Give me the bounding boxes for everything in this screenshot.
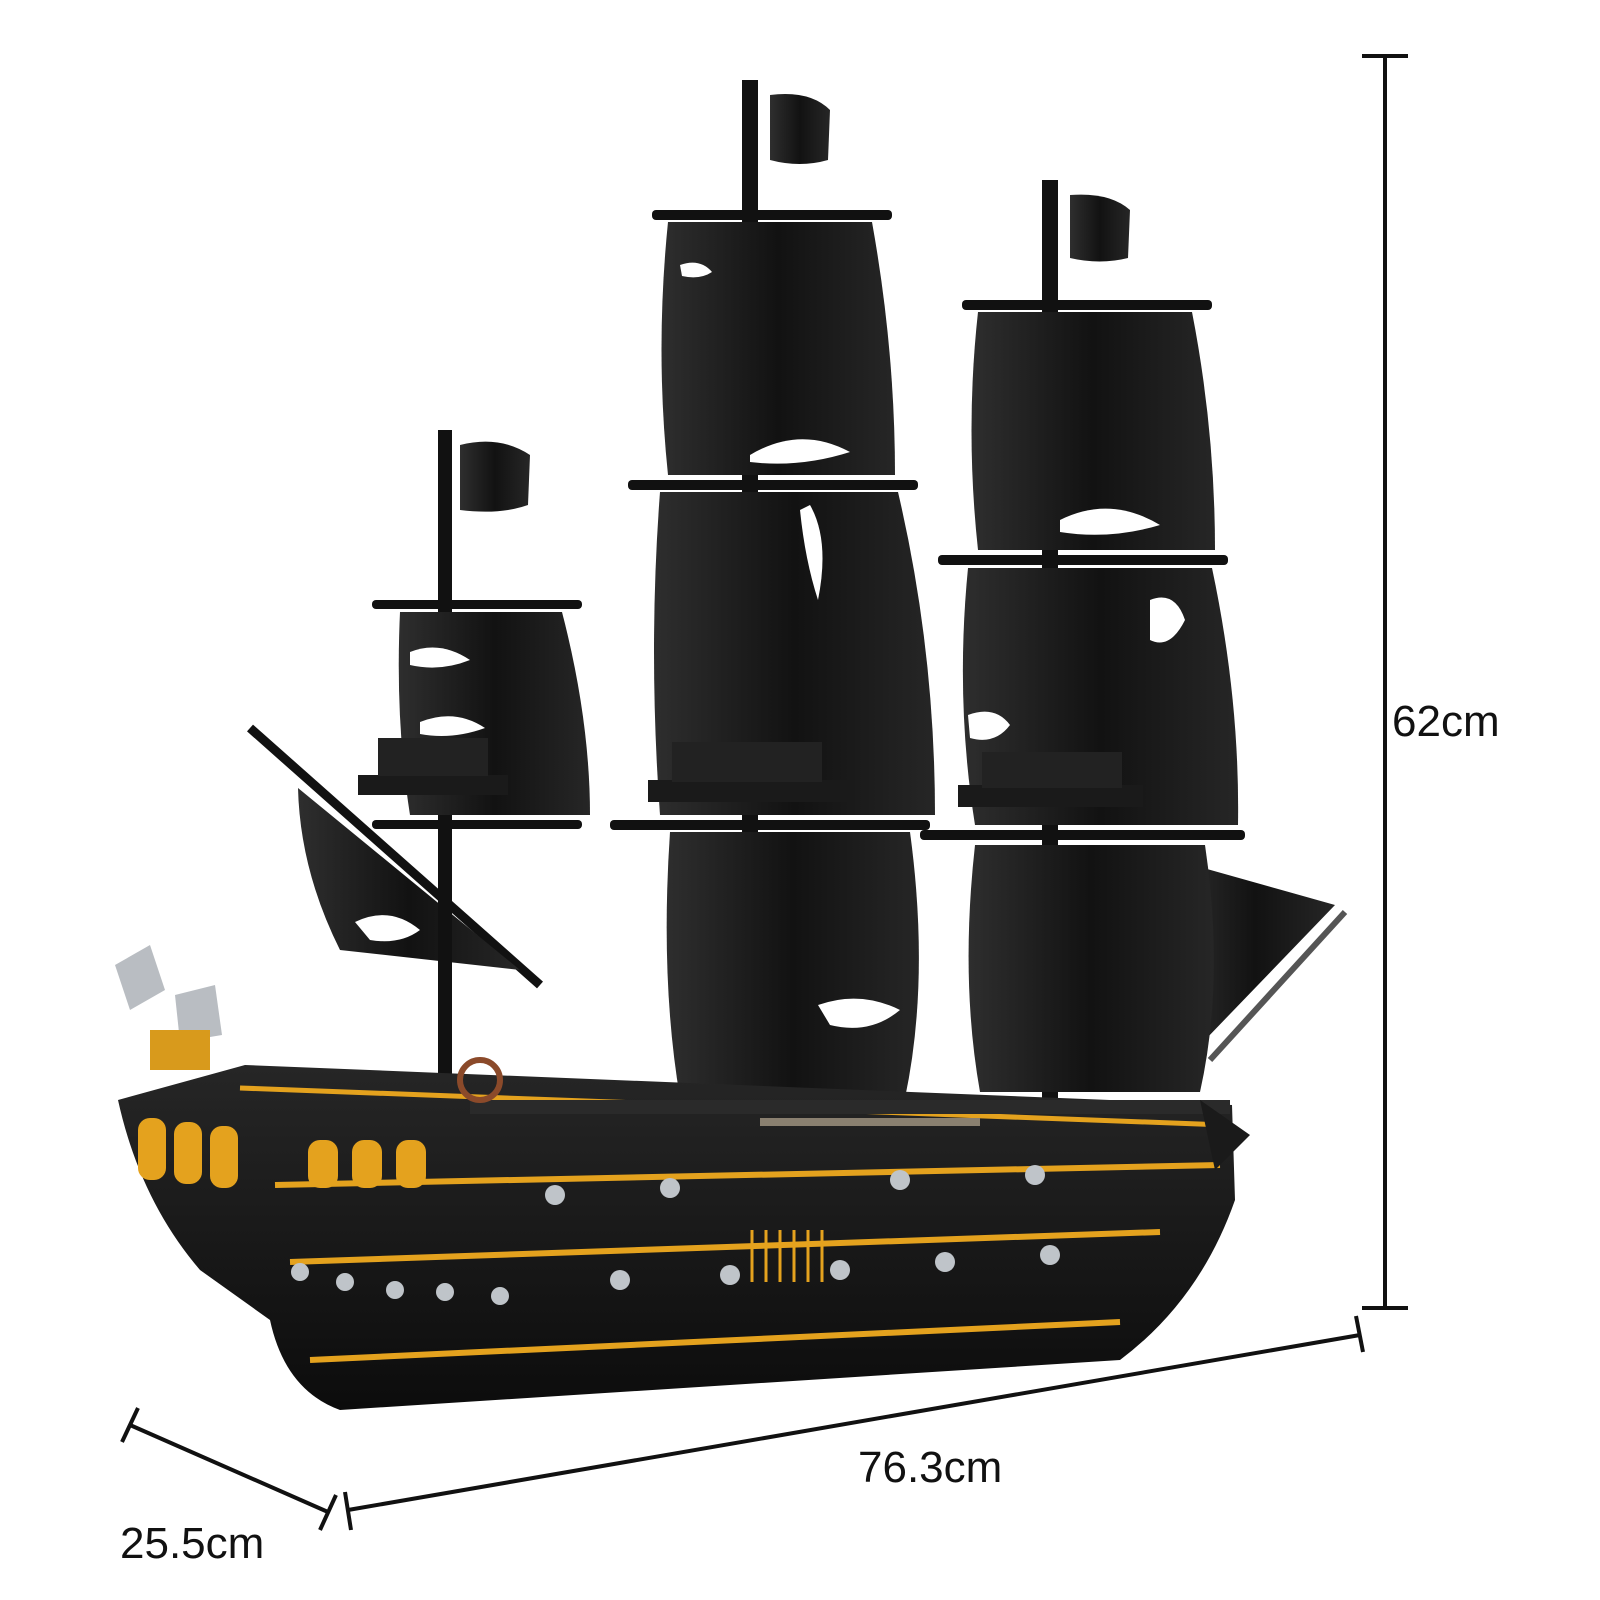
depth-dimension-line	[120, 1407, 338, 1531]
fore-mast	[358, 430, 590, 1110]
stern-ornament	[115, 945, 222, 1070]
mizzen-mast	[920, 180, 1245, 1110]
ship-hull	[118, 1057, 1250, 1410]
stern-sail	[1175, 860, 1348, 1063]
length-label: 76.3cm	[858, 1443, 1003, 1492]
main-mast	[610, 80, 935, 1130]
length-dimension-line	[343, 1315, 1365, 1531]
height-dimension-line	[1362, 54, 1408, 1310]
depth-label: 25.5cm	[120, 1519, 265, 1568]
height-label: 62cm	[1392, 697, 1500, 746]
jib-sail	[247, 724, 543, 989]
